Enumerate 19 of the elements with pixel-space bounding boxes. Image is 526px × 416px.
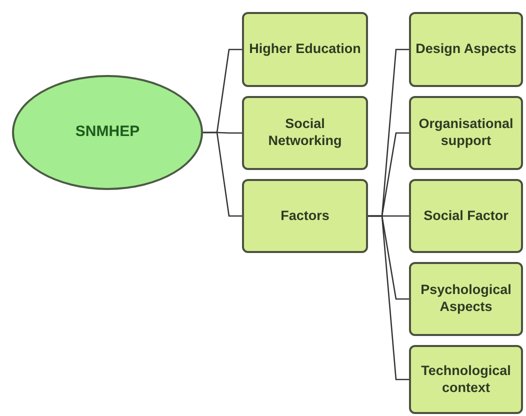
node-label: Organisational support bbox=[418, 116, 514, 150]
node-label: Psychological Aspects bbox=[420, 282, 512, 316]
connector-line bbox=[368, 215, 409, 380]
connector-line bbox=[203, 132, 242, 217]
node-label: Design Aspects bbox=[416, 41, 516, 58]
topic-box bbox=[242, 179, 368, 253]
topic-box bbox=[409, 12, 523, 87]
topic-box bbox=[242, 96, 368, 170]
node-label: Social Factor bbox=[424, 208, 508, 224]
topic-box bbox=[409, 262, 523, 336]
node-label: Higher Education bbox=[249, 41, 361, 58]
node-label: Factors bbox=[280, 208, 330, 224]
node-label: SNMHEP bbox=[75, 123, 140, 142]
node-label: Social Networking bbox=[267, 116, 343, 150]
topic-box bbox=[242, 12, 368, 87]
node-label: Technological context bbox=[420, 362, 512, 396]
topic-box bbox=[409, 179, 523, 253]
topic-box bbox=[409, 345, 523, 414]
topic-box bbox=[409, 96, 523, 170]
